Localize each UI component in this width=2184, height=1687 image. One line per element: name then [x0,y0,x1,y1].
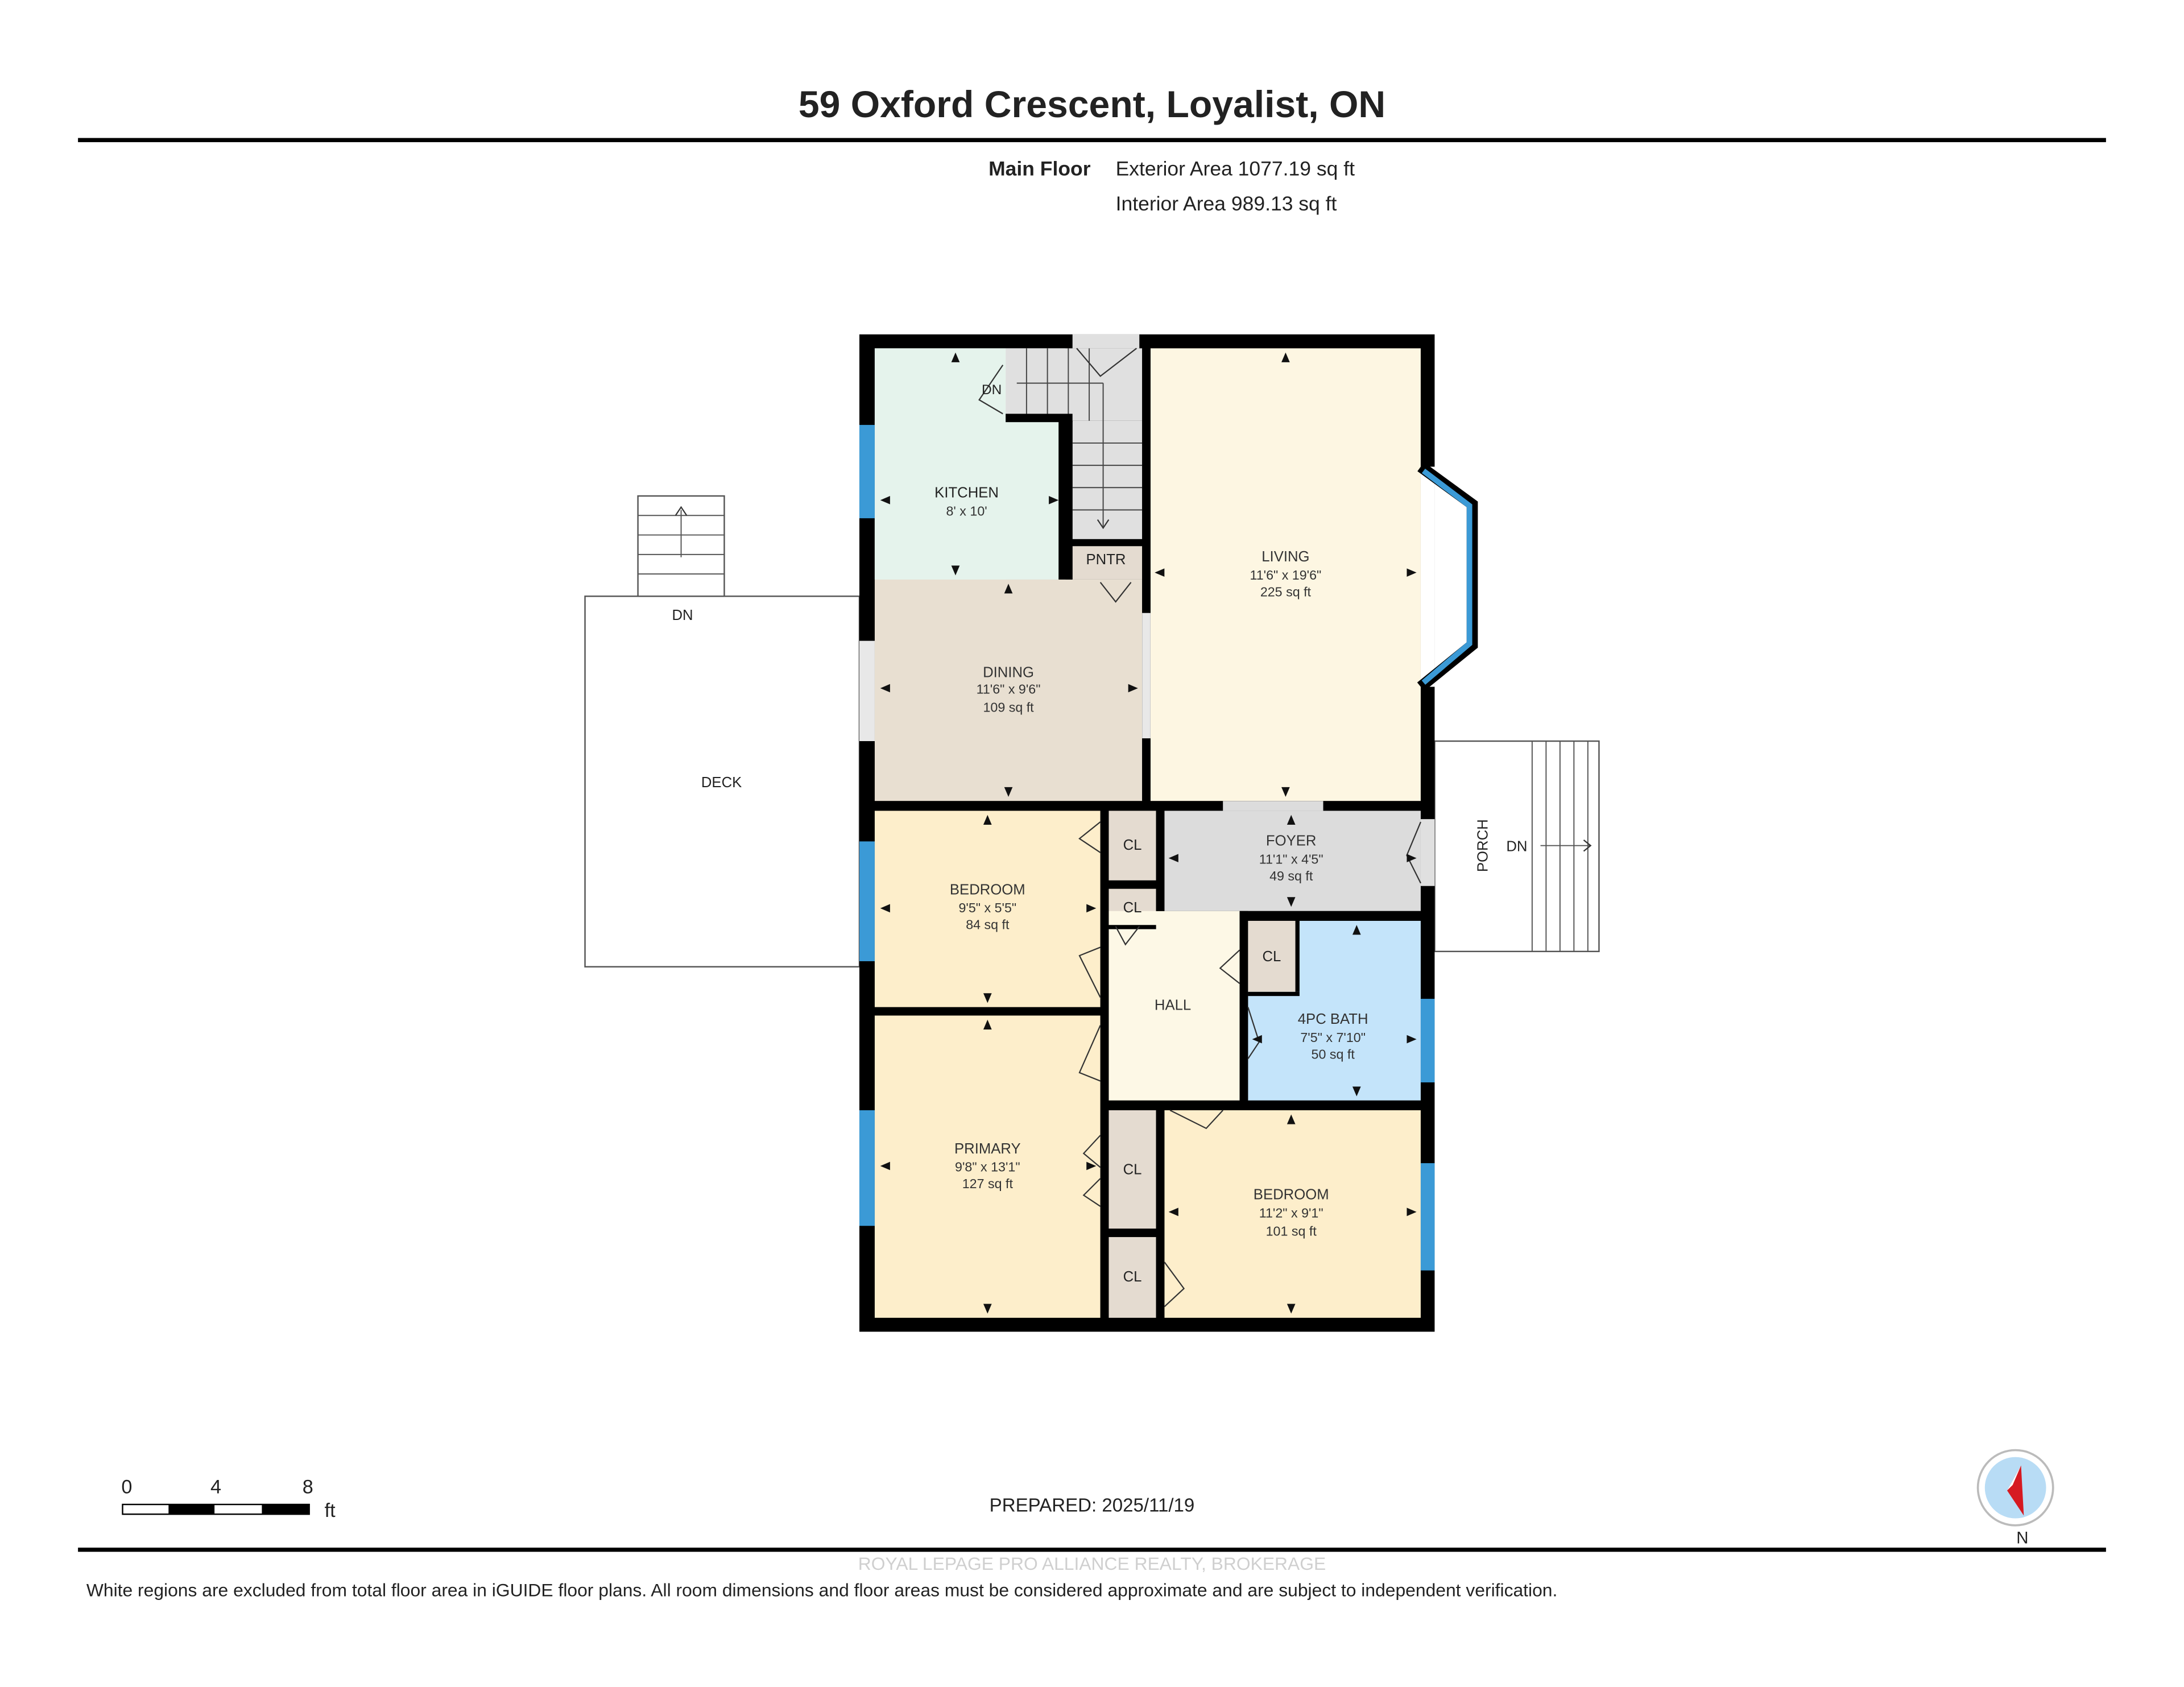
interior-walls [874,348,1421,1318]
closet-label: CL [1123,1162,1142,1178]
bedroom-2-area: 101 sq ft [1266,1223,1317,1238]
header-divider [78,138,2106,142]
scale-bar: 0 4 8 ft [121,1476,336,1521]
primary-area: 127 sq ft [962,1176,1014,1191]
down-arrow-icon [1583,840,1592,852]
scale-tick-8: 8 [303,1476,313,1498]
primary-dims: 9'8" x 13'1" [955,1160,1020,1175]
room-dining [874,579,1143,801]
living-area: 225 sq ft [1260,584,1312,599]
compass-icon: N [1976,1449,2054,1548]
prepared-date: PREPARED: 2025/11/19 [990,1495,1195,1516]
opening [1223,801,1323,811]
scale-tick-0: 0 [121,1476,132,1498]
front-door [1420,819,1435,886]
hall-label: HALL [1155,998,1191,1014]
exterior-area: Exterior Area 1077.19 sq ft [1116,158,1355,180]
primary-label: PRIMARY [954,1141,1021,1157]
dimension-arrows [880,352,1417,1314]
foyer-label: FOYER [1266,833,1317,849]
bedroom-1-label: BEDROOM [950,882,1025,898]
room-bedroom-1 [874,811,1101,1007]
stairs-down-label: DN [982,382,1002,398]
closet [1248,920,1296,992]
closet-label: CL [1123,900,1142,916]
deck: DN DECK [584,495,861,967]
room-living [1150,348,1421,801]
dining-area: 109 sq ft [983,700,1034,715]
disclaimer: White regions are excluded from total fl… [86,1580,1558,1601]
deck-label: DECK [701,775,742,791]
closet [1108,811,1156,880]
stairs [1006,348,1143,421]
dining-dims: 11'6" x 9'6" [977,682,1041,697]
interior-area: Interior Area 989.13 sq ft [1116,192,1337,215]
windows [859,425,1435,1271]
closet [1108,1237,1156,1318]
kitchen-dims: 8' x 10' [946,503,987,518]
watermark: ROYAL LEPAGE PRO ALLIANCE REALTY, BROKER… [858,1553,1326,1574]
room-primary [874,1015,1101,1318]
deck-door [859,640,875,741]
kitchen-label: KITCHEN [934,485,999,501]
living-dims: 11'6" x 19'6" [1250,568,1322,582]
foyer-dims: 11'1" x 4'5" [1259,852,1323,867]
dining-label: DINING [983,664,1034,680]
porch-label: PORCH [1475,819,1491,872]
bedroom-2-label: BEDROOM [1254,1187,1329,1203]
room-pantry [1072,546,1143,580]
porch: PORCH DN [1434,740,1600,953]
closet-label: CL [1262,949,1281,965]
foyer-area: 49 sq ft [1269,869,1313,883]
footer-divider [78,1547,2106,1552]
room-bedroom-2 [1164,1110,1421,1318]
floor-name: Main Floor [988,158,1091,180]
bedroom-2-dims: 11'2" x 9'1" [1259,1206,1323,1221]
page-title: 59 Oxford Crescent, Loyalist, ON [799,84,1385,126]
living-label: LIVING [1261,549,1309,565]
bath-area: 50 sq ft [1312,1047,1355,1061]
closet-label: CL [1123,1269,1142,1285]
scale-tick-4: 4 [210,1476,221,1498]
bath-dims: 7'5" x 7'10" [1300,1030,1366,1045]
scale-unit: ft [325,1500,336,1521]
deck-stairs-label: DN [672,607,693,623]
exterior-door [1072,334,1140,349]
closet [1108,1110,1156,1229]
bedroom-1-area: 84 sq ft [966,917,1010,932]
room-hall [1108,911,1240,1101]
bath-label: 4PC BATH [1298,1011,1368,1027]
pantry-label: PNTR [1086,552,1126,568]
bedroom-1-dims: 9'5" x 5'5" [958,900,1016,915]
porch-stairs-label: DN [1506,838,1527,854]
room-foyer [1164,811,1421,911]
compass-north-label: N [2016,1529,2028,1548]
stair-treads [1016,348,1143,527]
up-arrow-icon [675,506,688,516]
closet-label: CL [1123,837,1142,853]
